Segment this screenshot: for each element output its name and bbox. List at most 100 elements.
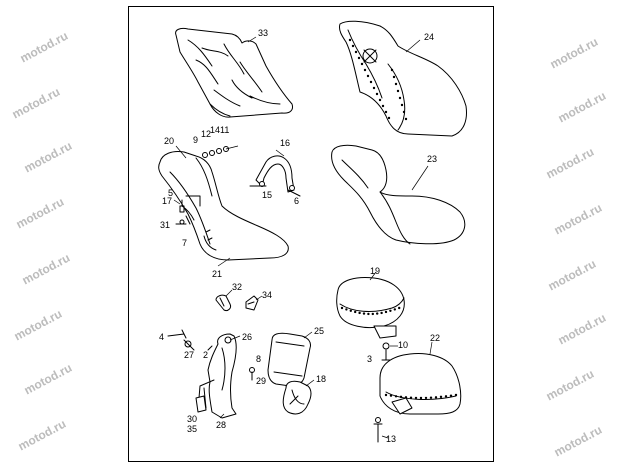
callout-2: 2 — [203, 350, 208, 360]
stud-dot — [349, 309, 352, 312]
callout-32: 32 — [232, 282, 242, 292]
stud-dot — [396, 89, 400, 93]
solo-seat-part-22 — [379, 353, 462, 415]
callout-3: 3 — [367, 354, 372, 364]
stud-dot — [376, 312, 379, 315]
stud-dot — [414, 396, 418, 400]
stud-dot — [398, 96, 402, 100]
callout-30: 30 — [187, 414, 197, 424]
stud-dot — [348, 38, 352, 42]
seat-part-33 — [175, 27, 293, 118]
stud-dot — [384, 310, 388, 314]
stud-dot — [345, 308, 348, 311]
seat-part-23 — [331, 144, 466, 245]
stud-dot — [399, 395, 403, 399]
callout-9: 9 — [193, 135, 198, 145]
callout-12: 12 — [201, 129, 211, 139]
stud-dot — [381, 104, 385, 108]
stud-dot — [424, 396, 428, 400]
stud-dot — [449, 394, 453, 397]
stud-dot — [369, 80, 373, 84]
stud-dot — [375, 92, 379, 96]
callout-17: 17 — [162, 196, 172, 206]
stud-dot — [340, 306, 344, 310]
callout-20: 20 — [164, 136, 174, 146]
stud-dot — [371, 312, 374, 316]
pin-part-2 — [207, 345, 213, 351]
stud-dot — [389, 394, 393, 397]
bracket-part-16 — [249, 155, 301, 197]
bolt-part-8-29 — [249, 367, 255, 381]
hardware-stack-9-12-14-11 — [202, 145, 239, 158]
stud-dot — [409, 396, 413, 399]
backrest-pad-part-25 — [267, 332, 311, 387]
callout-8: 8 — [256, 354, 261, 364]
stud-dot — [354, 50, 358, 54]
stud-dot — [358, 311, 361, 315]
stud-dot — [372, 86, 376, 90]
callout-33: 33 — [258, 28, 268, 38]
plate-part-30-35 — [195, 395, 207, 413]
stud-dot — [378, 98, 382, 102]
backrest-upright-part-26 — [197, 333, 237, 419]
callout-15: 15 — [262, 190, 272, 200]
callout-18: 18 — [316, 374, 326, 384]
seat-part-24 — [339, 20, 467, 137]
stud-dot — [394, 395, 398, 398]
stud-dot — [404, 117, 408, 121]
callout-13: 13 — [386, 434, 396, 444]
stud-dot — [402, 110, 406, 114]
stud-dot — [434, 396, 438, 399]
pillion-seat-part-19 — [336, 277, 405, 339]
callout-21: 21 — [212, 269, 222, 279]
callout-7: 7 — [182, 238, 187, 248]
stud-dot — [398, 306, 401, 310]
stud-dot — [392, 75, 396, 79]
callout-31: 31 — [160, 220, 170, 230]
callout-25: 25 — [314, 326, 324, 336]
bolt-part-4-27 — [167, 329, 195, 351]
callout-16: 16 — [280, 138, 290, 148]
stud-dot — [454, 393, 458, 397]
clip-part-32 — [215, 294, 231, 311]
callout-19: 19 — [370, 266, 380, 276]
stud-dot — [444, 395, 448, 398]
callout-10: 10 — [398, 340, 408, 350]
stud-dot — [367, 312, 370, 316]
stud-dot — [384, 393, 388, 397]
callout-4: 4 — [159, 332, 164, 342]
stud-dot — [363, 68, 367, 72]
stud-dot — [357, 56, 361, 60]
callout-11: 11 — [220, 125, 229, 135]
stud-dot — [380, 311, 383, 315]
stud-dot — [390, 68, 394, 72]
pad-part-18 — [282, 380, 312, 415]
stud-row — [384, 393, 458, 400]
stud-dot — [400, 103, 404, 107]
stud-row — [340, 306, 401, 316]
callout-5: 5 — [168, 188, 173, 198]
stud-dot — [366, 74, 370, 78]
stud-dot — [419, 396, 423, 400]
stud-dot — [387, 116, 391, 120]
stud-dot — [354, 310, 357, 314]
stud-dot — [384, 110, 388, 114]
bolt-part-13 — [373, 417, 389, 443]
stud-dot — [360, 62, 364, 66]
callout-26: 26 — [242, 332, 252, 342]
stud-dot — [429, 396, 433, 399]
stud-dot — [351, 44, 355, 48]
stud-dot — [393, 308, 396, 311]
hardware-10-3 — [381, 342, 398, 361]
callout-28: 28 — [216, 420, 226, 430]
hardware-5-17-31-7 — [173, 199, 191, 225]
stud-dot — [362, 312, 366, 315]
callout-14: 14 — [210, 125, 220, 135]
stud-row — [348, 38, 408, 121]
callout-29: 29 — [256, 376, 266, 386]
stud-dot — [394, 82, 398, 86]
callout-27: 27 — [184, 350, 194, 360]
